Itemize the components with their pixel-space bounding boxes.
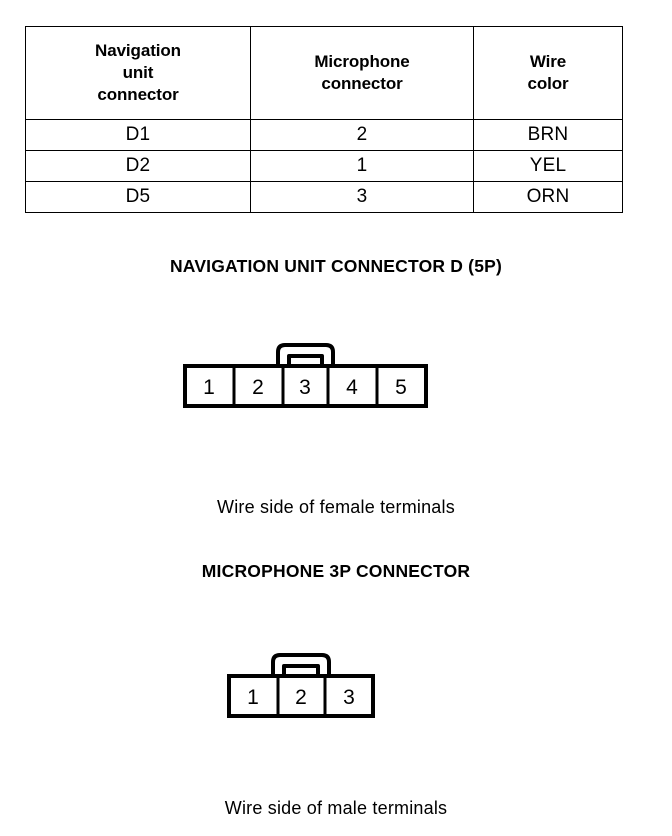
header-line: Wire <box>529 51 567 71</box>
table-row: D1 2 BRN <box>25 119 623 151</box>
pin-label-3: 3 <box>343 686 355 709</box>
column-header-wire-color: Wire color <box>473 26 623 120</box>
pin-label-1: 1 <box>247 686 259 709</box>
cell-navigation-unit-connector: D5 <box>25 181 251 213</box>
table-header-row: Navigation unit connector Microphone con… <box>25 26 623 120</box>
header-line: color <box>527 74 569 93</box>
cell-wire-color: BRN <box>473 119 623 151</box>
microphone-connector-caption: Wire side of male terminals <box>224 798 448 818</box>
microphone-connector-3p-diagram: 1 2 3 <box>227 652 375 718</box>
header-line: Navigation <box>95 40 181 60</box>
pin-label-5: 5 <box>395 376 407 399</box>
pin-label-3: 3 <box>299 376 311 399</box>
cell-wire-color: ORN <box>473 181 623 213</box>
navigation-connector-caption: Wire side of female terminals <box>217 497 455 517</box>
navigation-connector-5p-diagram: 1 2 3 4 5 <box>183 342 428 408</box>
microphone-connector-heading: MICROPHONE 3P CONNECTOR <box>201 561 471 581</box>
pin-label-1: 1 <box>203 376 215 399</box>
cell-navigation-unit-connector: D1 <box>25 119 251 151</box>
cell-wire-color: YEL <box>473 150 623 182</box>
header-line: Microphone <box>314 51 410 71</box>
cell-microphone-connector: 1 <box>250 150 474 182</box>
cell-navigation-unit-connector: D2 <box>25 150 251 182</box>
table-row: D5 3 ORN <box>25 181 623 213</box>
pin-label-2: 2 <box>295 686 307 709</box>
header-line: connector <box>97 85 179 105</box>
table-row: D2 1 YEL <box>25 150 623 182</box>
column-header-navigation-unit-connector: Navigation unit connector <box>25 26 251 120</box>
column-header-microphone-connector: Microphone connector <box>250 26 474 120</box>
cell-microphone-connector: 3 <box>250 181 474 213</box>
cell-microphone-connector: 2 <box>250 119 474 151</box>
navigation-connector-heading: NAVIGATION UNIT CONNECTOR D (5P) <box>169 256 503 276</box>
pin-label-4: 4 <box>346 376 358 399</box>
pin-label-2: 2 <box>252 376 264 399</box>
header-line: connector <box>321 74 403 93</box>
header-line: unit <box>122 62 154 82</box>
wire-assignment-table: Navigation unit connector Microphone con… <box>25 26 623 213</box>
